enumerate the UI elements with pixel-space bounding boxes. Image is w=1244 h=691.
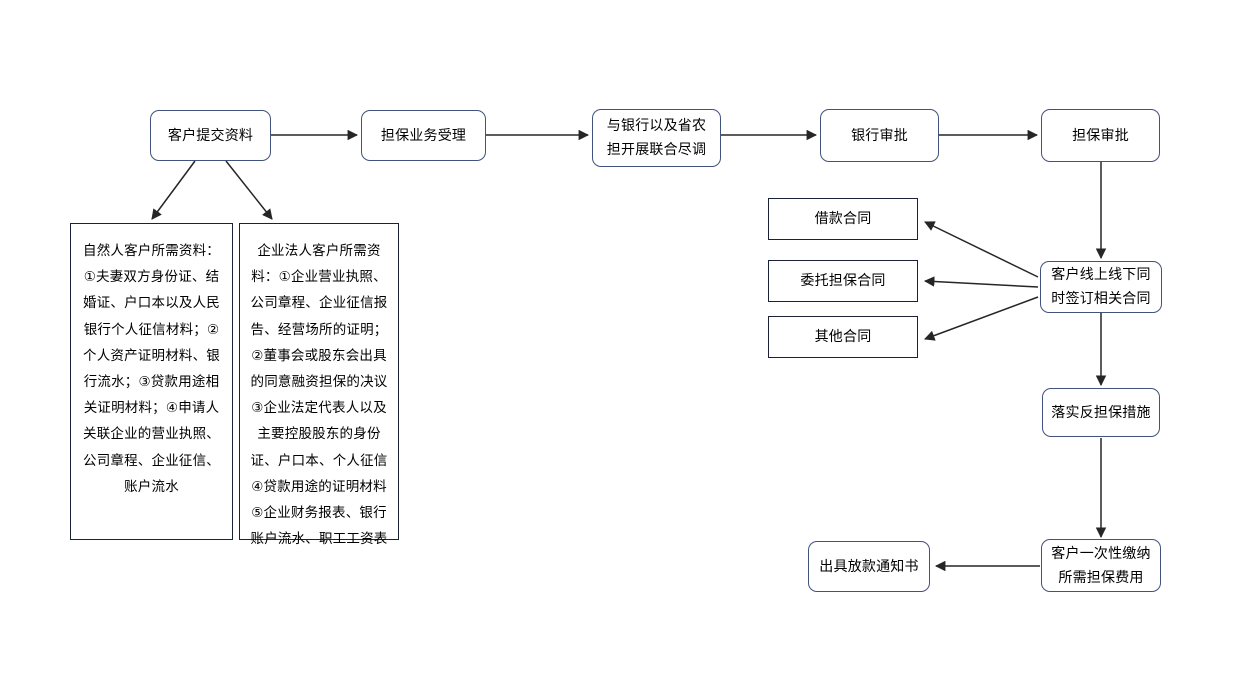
node-label: 客户线上线下同 时签订相关合同 xyxy=(1051,267,1151,307)
node-label: 银行审批 xyxy=(851,127,908,144)
node-pay-fee[interactable]: 客户一次性缴纳 所需担保费用 xyxy=(1041,539,1161,592)
edge-signcontracts-to-othercontract xyxy=(924,296,1039,341)
node-label: 落实反担保措施 xyxy=(1051,404,1151,421)
node-joint-due-diligence[interactable]: 与银行以及省农 担开展联合尽调 xyxy=(592,109,721,167)
node-label: 借款合同 xyxy=(814,211,872,227)
node-counter-guarantee[interactable]: 落实反担保措施 xyxy=(1042,388,1160,437)
node-label: 担保业务受理 xyxy=(380,127,467,144)
node-label: 客户一次性缴纳 所需担保费用 xyxy=(1051,545,1151,586)
panel-natural-person-materials: 自然人客户所需资料： ①夫妻双方身份证、结 婚证、户口本以及人民 银行个人征信材… xyxy=(70,223,233,540)
edge-submit-to-legal-panel xyxy=(225,160,273,220)
node-label: 委托担保合同 xyxy=(800,273,886,289)
node-guarantee-approval[interactable]: 担保审批 xyxy=(1041,109,1160,162)
node-label: 与银行以及省农 担开展联合尽调 xyxy=(606,118,707,158)
panel-text: 自然人客户所需资料： ①夫妻双方身份证、结 婚证、户口本以及人民 银行个人征信材… xyxy=(83,243,220,495)
node-other-contract[interactable]: 其他合同 xyxy=(768,316,918,358)
node-label: 担保审批 xyxy=(1072,127,1129,144)
node-label: 客户提交资料 xyxy=(167,127,254,144)
node-label: 出具放款通知书 xyxy=(819,558,919,575)
panel-legal-entity-materials: 企业法人客户所需资 料：①企业营业执照、 公司章程、企业征信报 告、经营场所的证… xyxy=(239,223,399,547)
panel-text: 企业法人客户所需资 料：①企业营业执照、 公司章程、企业征信报 告、经营场所的证… xyxy=(250,243,388,548)
node-submit-materials[interactable]: 客户提交资料 xyxy=(150,110,271,161)
edge-submit-to-natural-panel xyxy=(151,160,196,220)
edge-signcontracts-to-entrustcontract xyxy=(923,276,1039,288)
edge-signcontracts-to-loancontract xyxy=(924,221,1039,278)
node-entrust-guarantee-contract[interactable]: 委托担保合同 xyxy=(768,260,918,302)
node-bank-approval[interactable]: 银行审批 xyxy=(820,109,939,162)
node-loan-contract[interactable]: 借款合同 xyxy=(768,198,918,240)
node-guarantee-intake[interactable]: 担保业务受理 xyxy=(361,110,486,161)
node-label: 其他合同 xyxy=(814,329,872,345)
node-loan-notice[interactable]: 出具放款通知书 xyxy=(808,541,930,592)
node-sign-contracts[interactable]: 客户线上线下同 时签订相关合同 xyxy=(1040,261,1162,313)
